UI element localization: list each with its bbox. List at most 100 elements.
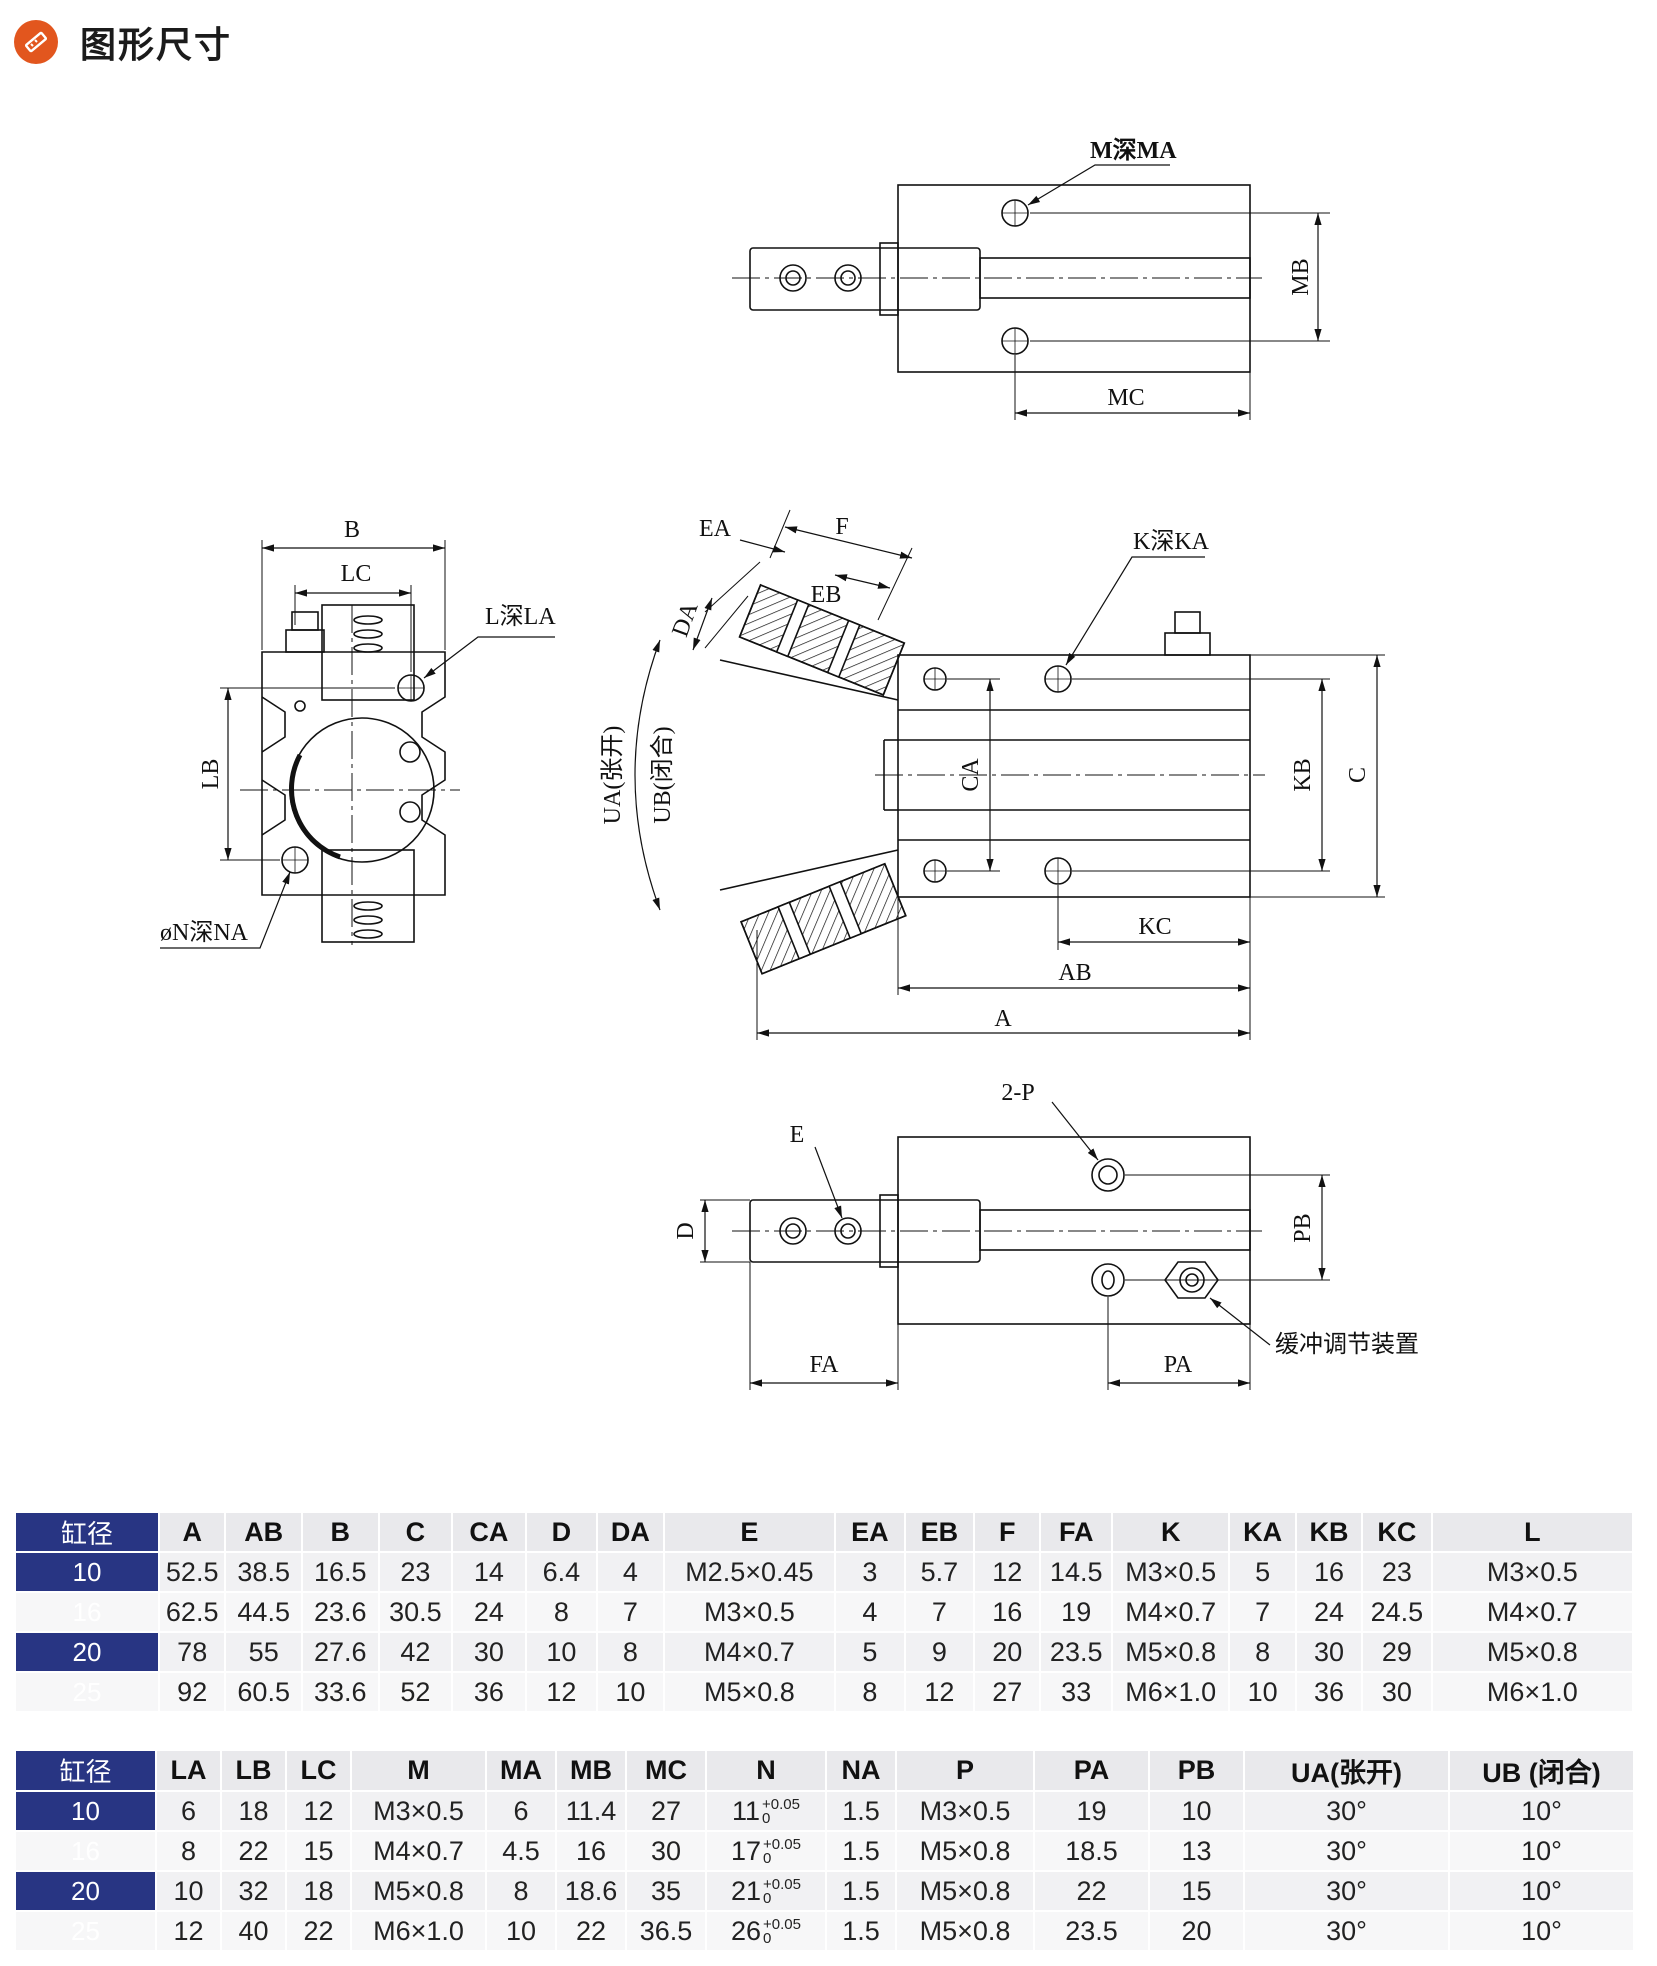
table-header-row: 缸径 LA LB LC M MA MB MC N NA P PA PB UA(张… [16, 1751, 1635, 1791]
label-m-depth: M深MA [1090, 137, 1177, 164]
table-cell: M4×0.7 [351, 1830, 487, 1871]
bore-cell: 16 [16, 1830, 157, 1871]
table-cell: 27.6 [302, 1631, 380, 1672]
tolerance-upper: +0.05 [763, 1836, 801, 1854]
table-cell: 12 [286, 1790, 352, 1831]
table-cell: 24 [1295, 1591, 1364, 1632]
table-cell: 7 [904, 1591, 976, 1632]
table-cell: M4×0.7 [1111, 1591, 1231, 1632]
table-cell: 19 [1034, 1790, 1150, 1831]
col-eb: EB [904, 1513, 976, 1552]
table-cell: 30 [452, 1631, 527, 1672]
table-cell: 18 [286, 1870, 352, 1911]
col-m: M [351, 1751, 487, 1791]
table-cell: 10 [486, 1910, 557, 1950]
table-cell: M6×1.0 [1111, 1671, 1231, 1711]
table-cell: 10° [1449, 1910, 1635, 1950]
table-cell: 7 [1229, 1591, 1297, 1632]
label-b: B [344, 517, 360, 543]
table-cell: 5.7 [904, 1551, 976, 1592]
table-cell: M3×0.5 [1431, 1551, 1635, 1592]
table-cell: M6×1.0 [351, 1910, 487, 1950]
table-cell: 8 [486, 1870, 557, 1911]
tolerance-lower: 0 [763, 1890, 772, 1908]
col-ca: CA [452, 1513, 527, 1552]
table-cell: 8 [1229, 1631, 1297, 1672]
table-cell: 30° [1244, 1910, 1450, 1950]
label-d: D [673, 1222, 699, 1239]
table-cell: M5×0.8 [896, 1910, 1035, 1950]
table-cell: 24 [452, 1591, 527, 1632]
table-cell: 11.4 [556, 1790, 627, 1831]
table-cell: M5×0.8 [663, 1671, 837, 1711]
spec-table-1: 缸径 A AB B C CA D DA E EA EB F FA K KA KB… [16, 1513, 1635, 1711]
table-cell: 18.5 [1034, 1830, 1150, 1871]
col-kc: KC [1362, 1513, 1433, 1552]
label-2-p: 2-P [1001, 1080, 1034, 1106]
table-cell: 4 [835, 1591, 906, 1632]
table-row: 20 78 55 27.6 42 30 10 8 M4×0.7 5 9 20 2… [16, 1631, 1635, 1672]
table-cell: 18.6 [556, 1870, 627, 1911]
technical-drawing: M深MA MB MC B LC L深LA LB øN深NA EA F EB DA… [160, 137, 1419, 1390]
table-cell: M3×0.5 [896, 1790, 1035, 1831]
table-cell: 10° [1449, 1790, 1635, 1831]
tolerance-upper: +0.05 [762, 1796, 800, 1814]
table-cell: 16.5 [302, 1551, 380, 1592]
col-e: E [663, 1513, 837, 1552]
table-cell: 1.5 [826, 1790, 897, 1831]
col-kb: KB [1295, 1513, 1364, 1552]
table-cell: 35 [626, 1870, 707, 1911]
label-pa: PA [1164, 1352, 1193, 1378]
table-cell: 10° [1449, 1870, 1635, 1911]
col-la: LA [156, 1751, 222, 1791]
table-cell: 8 [597, 1631, 665, 1672]
table-cell: 22 [1034, 1870, 1150, 1911]
table-cell: 30° [1244, 1830, 1450, 1871]
table-cell: M5×0.8 [896, 1870, 1035, 1911]
table-cell: 16 [974, 1591, 1042, 1632]
col-b: B [302, 1513, 380, 1552]
table-cell: 6 [486, 1790, 557, 1831]
bore-cell: 25 [16, 1910, 157, 1950]
table-cell: 1.5 [826, 1830, 897, 1871]
front-view [634, 509, 1385, 1040]
table-cell: 23.6 [302, 1591, 380, 1632]
col-a: A [159, 1513, 227, 1552]
col-d: D [525, 1513, 599, 1552]
table-cell: 16 [556, 1830, 627, 1871]
table-cell: 18 [221, 1790, 287, 1831]
label-n-depth: øN深NA [160, 919, 249, 946]
table-cell: 10° [1449, 1830, 1635, 1871]
col-ka: KA [1229, 1513, 1297, 1552]
table-cell: 23 [378, 1551, 454, 1592]
table-cell: 14.5 [1040, 1551, 1113, 1592]
table-cell: 8 [525, 1591, 599, 1632]
table-cell: 4 [597, 1551, 665, 1592]
table-cell: 22 [556, 1910, 627, 1950]
tolerance-lower: 0 [763, 1930, 772, 1948]
col-bore: 缸径 [16, 1513, 160, 1552]
table-cell: 33 [1040, 1671, 1113, 1711]
label-pb: PB [1290, 1213, 1316, 1242]
table-cell: 20 [974, 1631, 1042, 1672]
table-cell: 30 [1295, 1631, 1364, 1672]
table-cell: M3×0.5 [1111, 1551, 1231, 1592]
label-c: C [1345, 767, 1371, 783]
table-cell: 15 [286, 1830, 352, 1871]
table-cell: 23.5 [1040, 1631, 1113, 1672]
n-value: 21 [730, 1875, 762, 1906]
table-cell: 14 [452, 1551, 527, 1592]
tolerance-upper: +0.05 [763, 1876, 801, 1894]
table-row: 16 62.5 44.5 23.6 30.5 24 8 7 M3×0.5 4 7… [16, 1591, 1635, 1632]
col-lc: LC [286, 1751, 352, 1791]
label-kb: KB [1290, 758, 1316, 791]
table-cell: 6 [156, 1790, 222, 1831]
table-cell: 30° [1244, 1790, 1450, 1831]
table-cell: 42 [378, 1631, 454, 1672]
label-buffer: 缓冲调节装置 [1275, 1331, 1419, 1358]
bore-cell: 25 [16, 1671, 160, 1711]
label-f: F [835, 514, 848, 540]
